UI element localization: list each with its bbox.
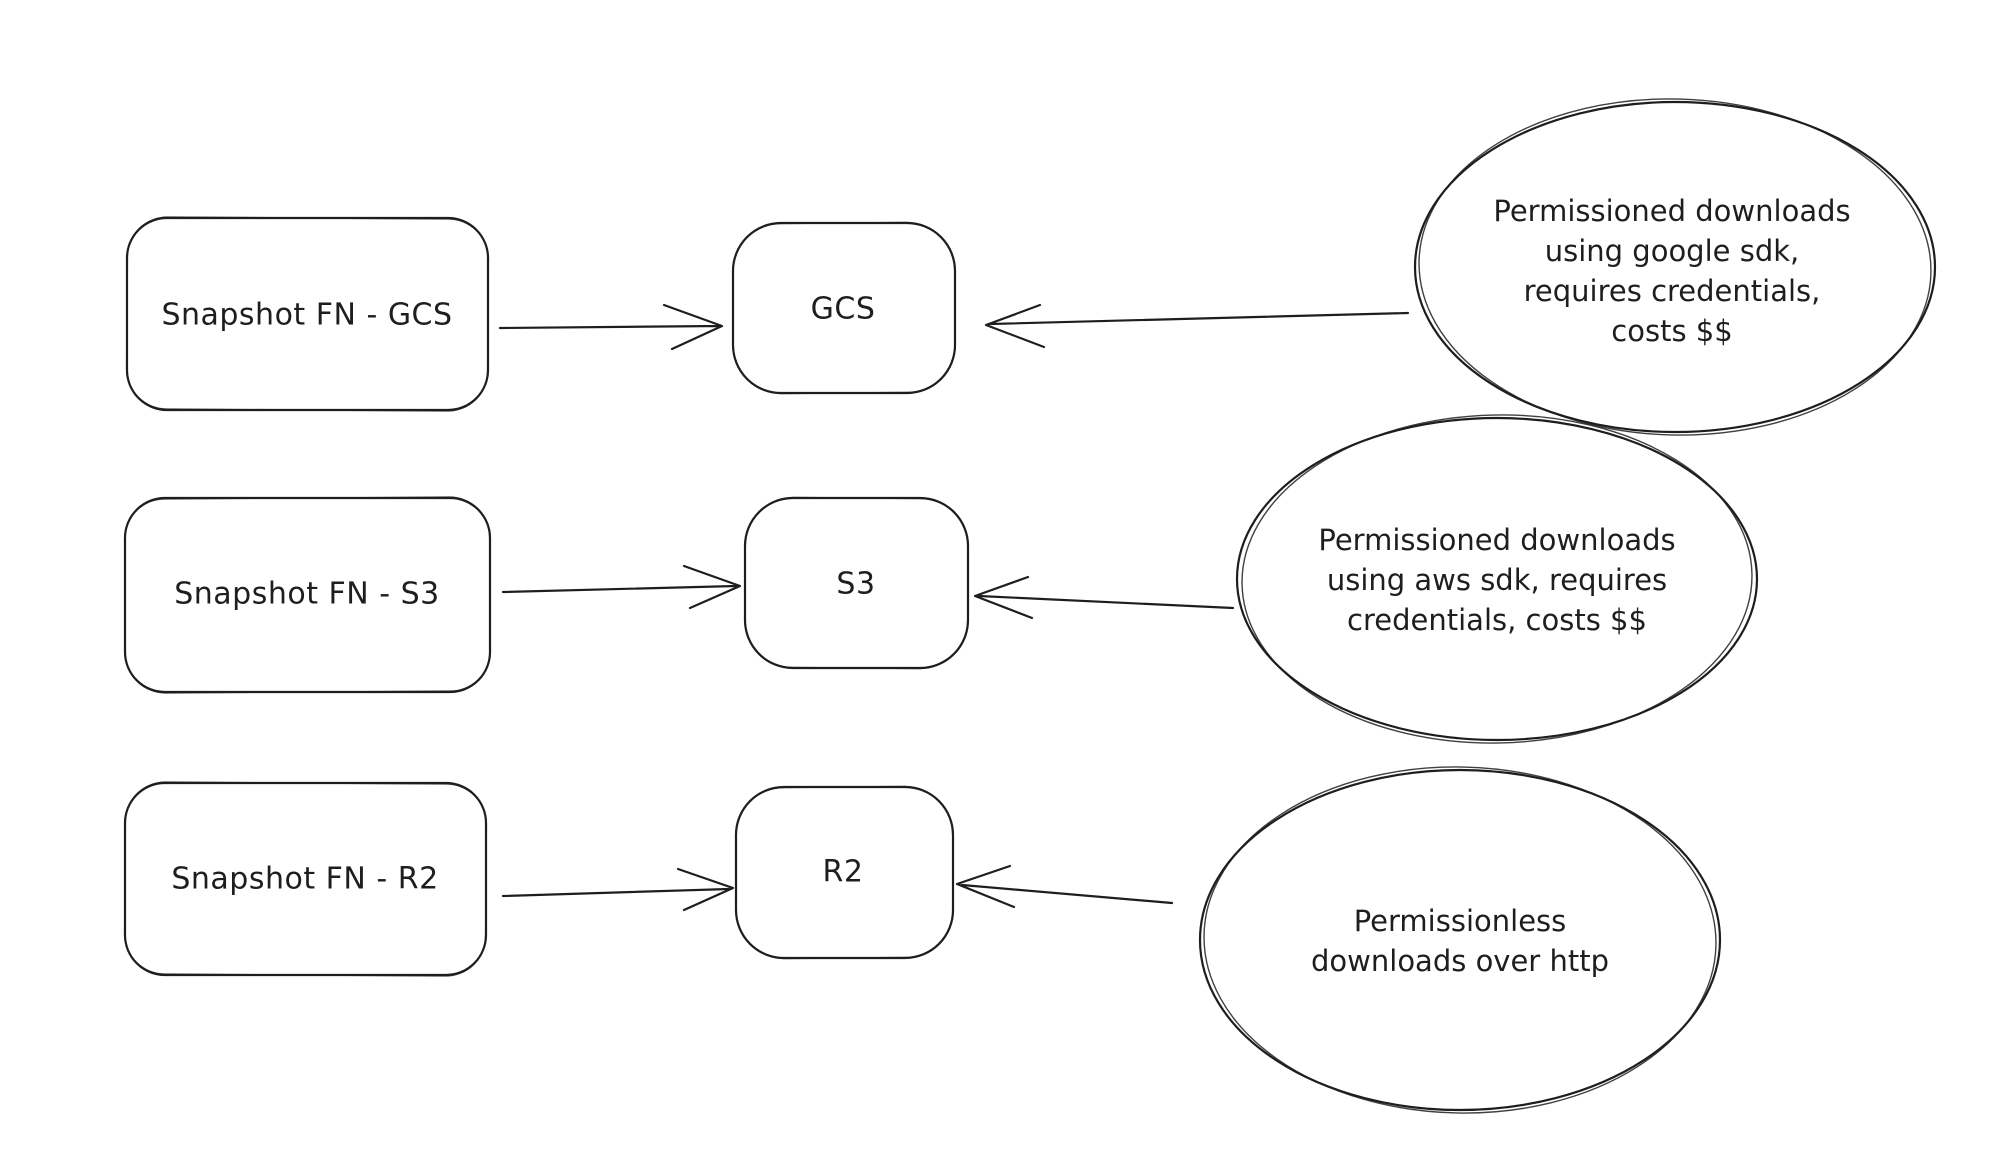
- storage-node-gcs-shape: [731, 221, 957, 395]
- storage-node-gcs-label: GCS: [810, 291, 876, 327]
- note-ellipse-r2-shape: [1198, 766, 1722, 1114]
- arrow-note-to-gcs: [984, 303, 1410, 349]
- storage-node-s3-label: S3: [836, 566, 876, 602]
- arrow-source-to-gcs: [498, 303, 724, 351]
- note-ellipse-s3-shape: [1235, 414, 1759, 744]
- row-s3: [123, 414, 1759, 744]
- note-ellipse-gcs-shape: [1413, 98, 1937, 436]
- note-s3-line: credentials, costs $$: [1347, 603, 1647, 637]
- note-s3-text: Permissioned downloads using aws sdk, re…: [1318, 520, 1675, 640]
- note-gcs-line: Permissioned downloads: [1493, 194, 1851, 228]
- note-gcs-line: requires credentials,: [1523, 274, 1821, 308]
- source-node-s3-shape: [123, 496, 492, 694]
- note-gcs-line: costs $$: [1611, 314, 1733, 348]
- note-r2-line: downloads over http: [1311, 944, 1609, 978]
- arrow-source-to-s3: [501, 564, 742, 610]
- source-node-gcs-label: Snapshot FN - GCS: [161, 297, 453, 333]
- note-r2-line: Permissionless: [1353, 904, 1567, 938]
- storage-node-r2-label: R2: [822, 854, 864, 890]
- row-gcs: [125, 98, 1937, 436]
- note-r2-text: Permissionless downloads over http: [1311, 901, 1609, 981]
- note-gcs-text: Permissioned downloads using google sdk,…: [1493, 191, 1850, 351]
- note-gcs-line: using google sdk,: [1544, 234, 1800, 268]
- row-r2: [123, 766, 1722, 1114]
- arrow-source-to-r2: [501, 867, 735, 912]
- source-node-s3-label: Snapshot FN - S3: [174, 576, 440, 612]
- source-node-gcs-shape: [125, 216, 490, 412]
- note-s3-line: Permissioned downloads: [1318, 523, 1676, 557]
- arrow-note-to-r2: [955, 864, 1174, 909]
- source-node-r2-label: Snapshot FN - R2: [171, 861, 439, 897]
- note-s3-line: using aws sdk, requires: [1326, 563, 1668, 597]
- storage-node-s3-shape: [743, 496, 970, 670]
- arrow-note-to-s3: [973, 575, 1235, 620]
- storage-node-r2-shape: [734, 785, 955, 960]
- source-node-r2-shape: [123, 781, 488, 977]
